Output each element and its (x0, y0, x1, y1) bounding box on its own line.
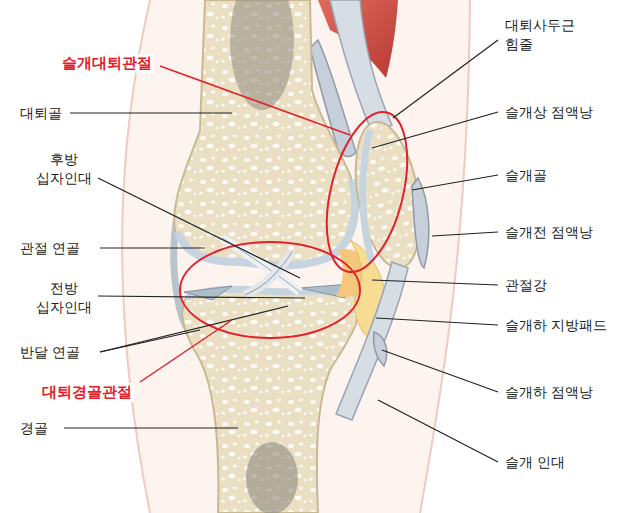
leader-line (382, 350, 498, 392)
leader-line (98, 178, 300, 278)
part-label: 슬개 인대 (503, 453, 567, 472)
tibia-bone (182, 288, 359, 513)
leader-line (372, 280, 498, 285)
patella-bone (346, 117, 431, 273)
highlight-ellipse (180, 242, 360, 338)
meniscus (184, 286, 232, 300)
bursa (374, 332, 387, 366)
part-label: 관절강 (503, 276, 549, 295)
skin-area (122, 0, 470, 513)
patellar-ligament (336, 262, 408, 420)
marrow-cavity (246, 442, 298, 513)
part-label: 전방 십자인대 (30, 279, 98, 317)
skin-outline (122, 0, 150, 513)
part-label: 대퇴골 (18, 104, 64, 123)
joint-label: 대퇴경골관절 (40, 383, 134, 402)
part-label: 경골 (18, 419, 50, 438)
articular-cartilage (363, 130, 372, 262)
leader-line (412, 175, 498, 190)
marrow-cavity (230, 0, 294, 110)
bursa (412, 178, 429, 268)
part-label: 관절 연골 (18, 239, 82, 258)
anterior-cruciate-ligament (245, 252, 292, 295)
part-label: 슬개상 점액낭 (503, 103, 595, 122)
part-label: 슬개전 점액낭 (503, 223, 595, 242)
skin-outline (420, 0, 470, 513)
part-label: 슬개하 지방패드 (503, 316, 609, 335)
leader-line (432, 232, 498, 236)
leader-line (98, 296, 305, 298)
part-label: 반달 연골 (18, 343, 82, 362)
leader-line (64, 427, 238, 428)
leader-line (378, 400, 498, 462)
leader-line (160, 66, 350, 135)
part-label: 후방 십자인대 (30, 150, 98, 188)
leader-line (70, 112, 232, 113)
leader-line (140, 320, 232, 382)
part-label: 슬개하 점액낭 (503, 383, 595, 402)
leader-line (100, 247, 205, 248)
leader-line (393, 40, 498, 118)
ligament-edge (245, 252, 292, 295)
part-label: 슬개골 (503, 166, 549, 185)
part-label: 대퇴사두근 힘줄 (503, 16, 591, 54)
leader-line (372, 112, 498, 148)
leader-line (376, 318, 498, 325)
joint-label: 슬개대퇴관절 (60, 54, 154, 73)
